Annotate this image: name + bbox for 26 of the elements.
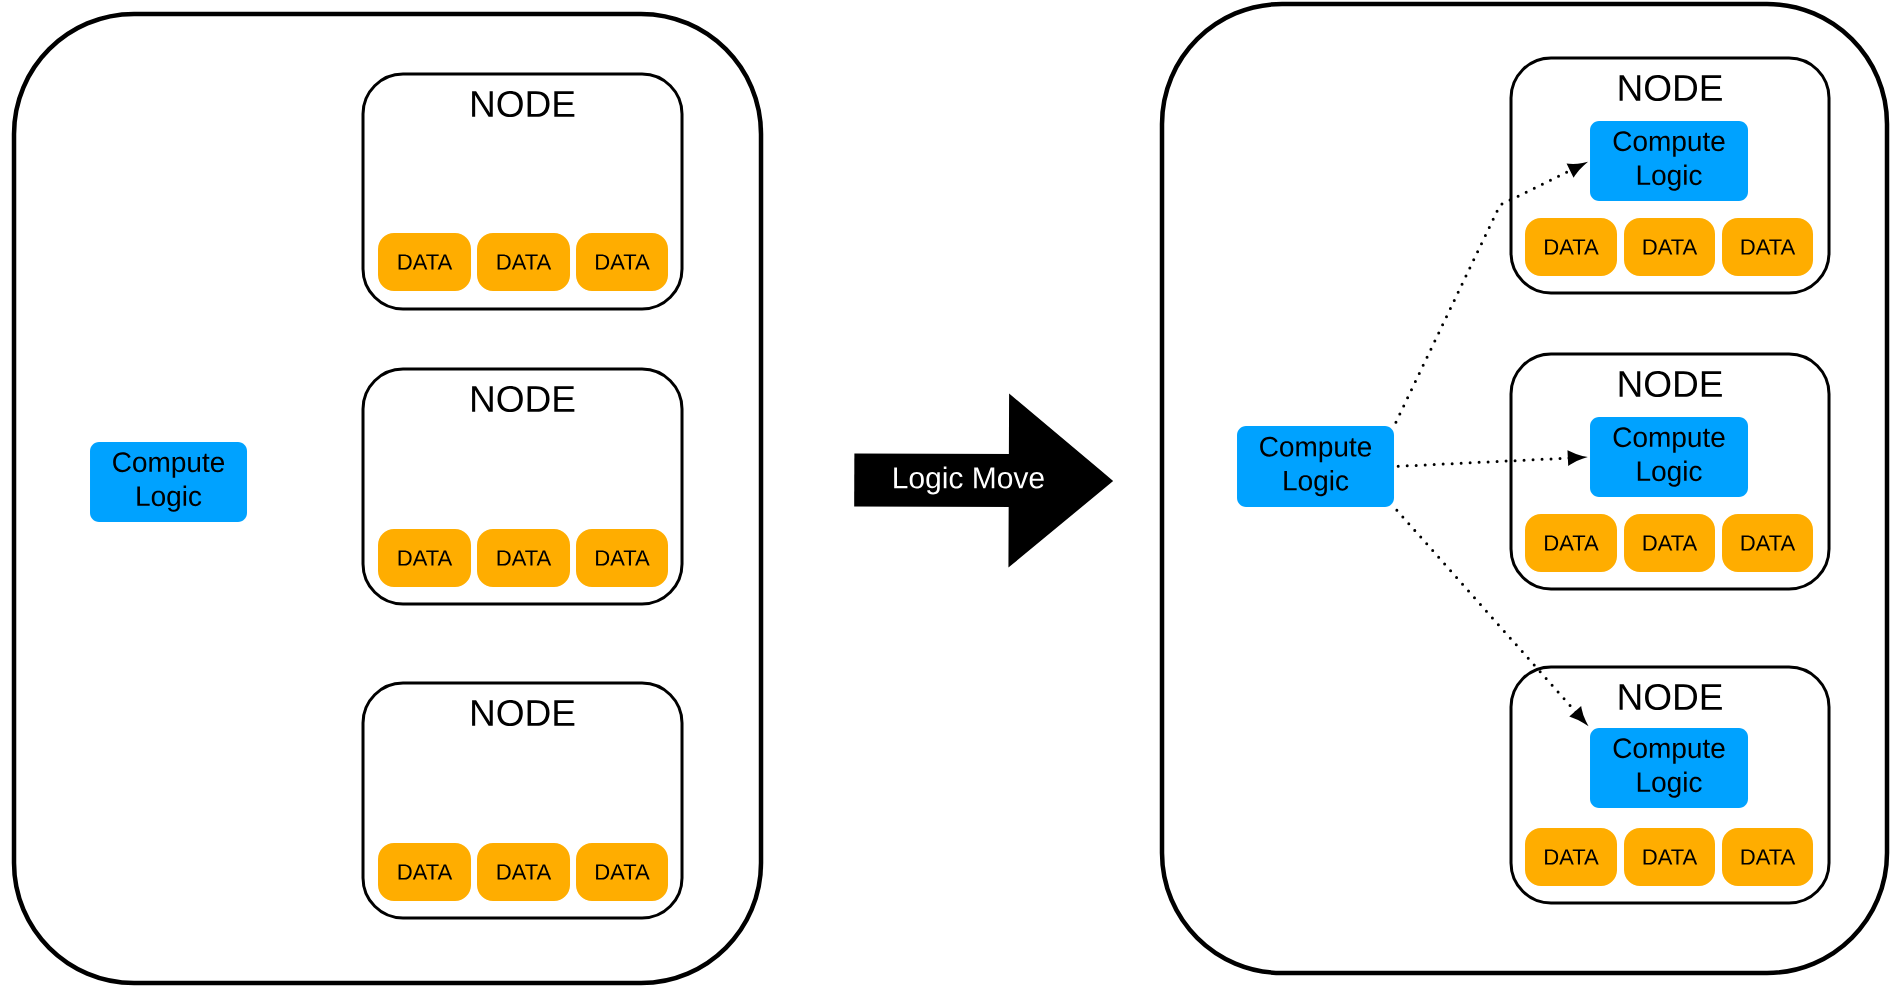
- data-block: DATA: [1624, 828, 1715, 886]
- data-block: DATA: [1525, 514, 1617, 572]
- data-block: DATA: [378, 843, 471, 901]
- data-block: DATA: [378, 233, 471, 291]
- data-block: DATA: [576, 233, 668, 291]
- data-block: DATA: [1624, 218, 1715, 276]
- data-block: DATA: [1722, 514, 1813, 572]
- data-block: DATA: [1722, 828, 1813, 886]
- arrow: [1394, 162, 1585, 424]
- data-block: DATA: [576, 529, 668, 587]
- arrow: [1395, 508, 1587, 724]
- data-block: DATA: [1525, 218, 1617, 276]
- edge-label: Logic Move: [889, 464, 1048, 497]
- logic-box: Compute Logic: [1590, 728, 1748, 808]
- data-block: DATA: [477, 233, 570, 291]
- data-block: DATA: [477, 529, 570, 587]
- logic-box: Compute Logic: [1590, 121, 1748, 201]
- logic-box: Compute Logic: [1237, 426, 1394, 507]
- data-block: DATA: [378, 529, 471, 587]
- data-block: DATA: [1624, 514, 1715, 572]
- logic-box: Compute Logic: [1590, 417, 1748, 497]
- logic-box: Compute Logic: [90, 442, 247, 522]
- data-block: DATA: [1525, 828, 1617, 886]
- data-block: DATA: [576, 843, 668, 901]
- data-block: DATA: [477, 843, 570, 901]
- data-block: DATA: [1722, 218, 1813, 276]
